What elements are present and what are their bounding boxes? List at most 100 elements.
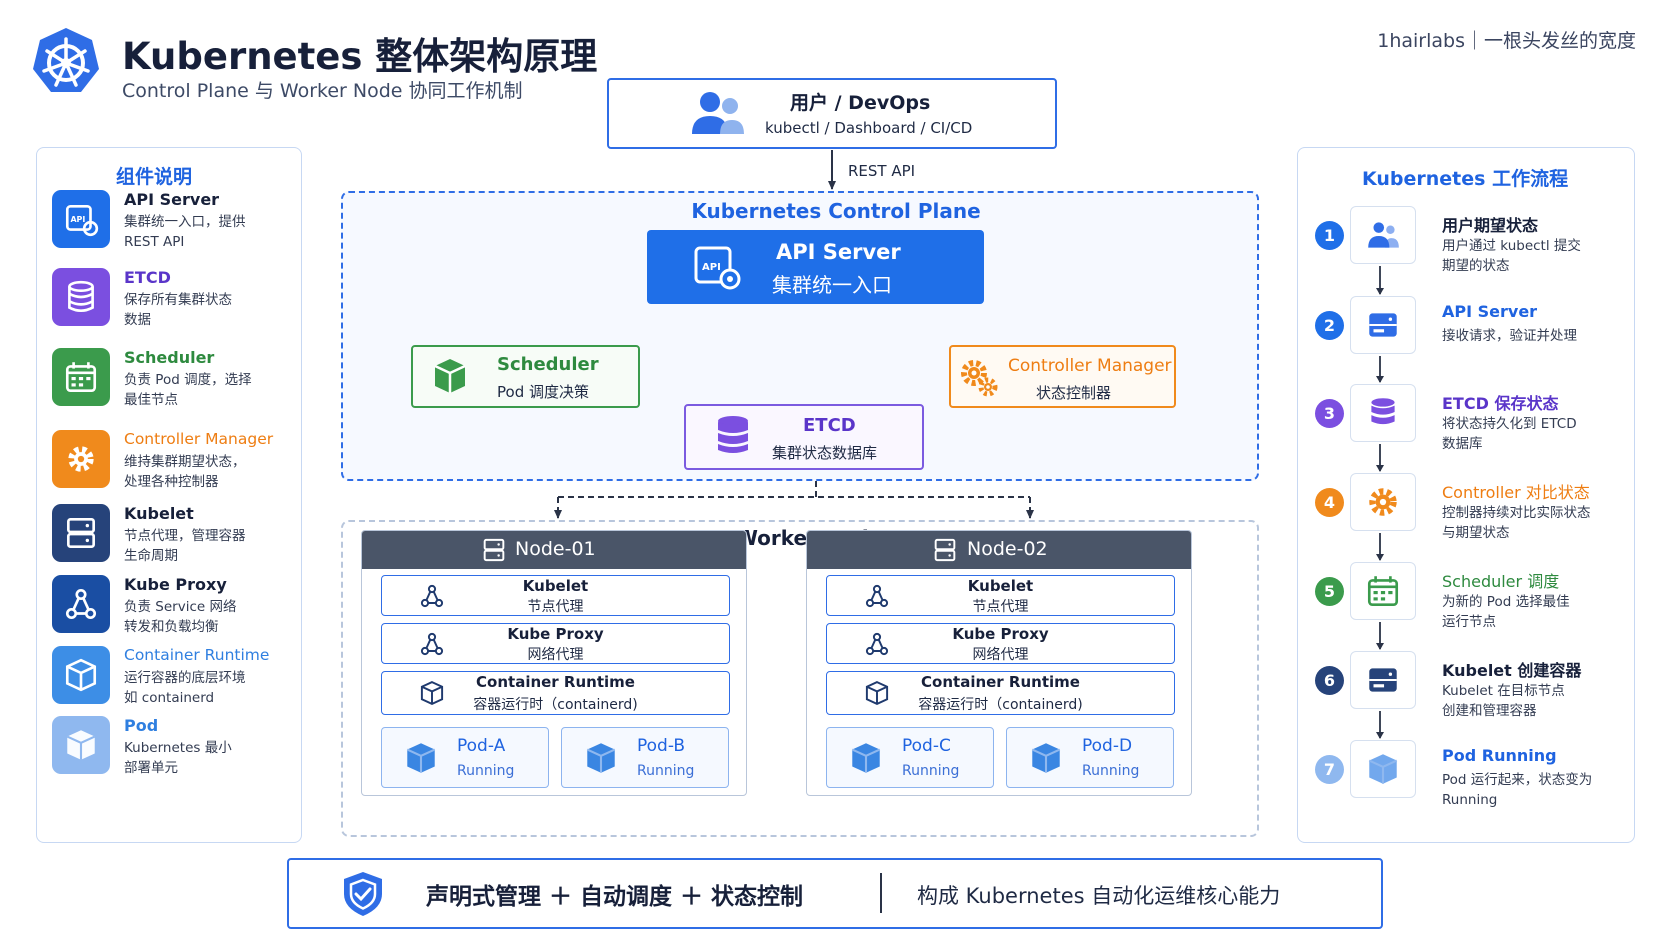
svg-text:API: API [70,215,85,224]
legend-kube-proxy-desc: 负责 Service 网络 转发和负载均衡 [124,599,237,635]
controller-manager-name: Controller Manager [1008,356,1172,376]
database-icon [1364,394,1402,432]
step-number-badge: 6 [1315,666,1344,695]
banner-main-text: 声明式管理 ＋ 自动调度 ＋ 状态控制 [426,884,804,910]
box-icon [432,356,468,396]
step-title: Kubelet 创建容器 [1442,661,1582,680]
legend-kubelet-tile [52,504,110,562]
cube-icon [863,679,891,707]
kubelet-desc: 节点代理 [527,599,584,615]
etcd-box [684,404,924,470]
kubelet-desc: 节点代理 [972,599,1029,615]
step-icon-box [1350,206,1416,264]
node-name: Node-01 [515,538,596,560]
banner-divider [880,873,882,913]
step-icon-box [1350,651,1416,709]
kubelet-component: Kubelet 节点代理 [826,575,1175,616]
brand-label: 1hairlabs｜一根头发丝的宽度 [1377,30,1636,52]
step-icon-box [1350,473,1416,531]
step-icon-box [1350,562,1416,620]
legend-kube-proxy-name: Kube Proxy [124,575,227,594]
scheduler-desc: Pod 调度决策 [497,383,589,401]
pod-card: Pod-A Running [381,727,549,788]
control-plane-title: Kubernetes Control Plane [691,199,981,223]
step-icon-box [1350,740,1416,798]
step-number-badge: 5 [1315,577,1344,606]
step-desc: 为新的 Pod 选择最佳 运行节点 [1442,594,1570,630]
page-subtitle: Control Plane 与 Worker Node 协同工作机制 [122,80,523,102]
step-title: Controller 对比状态 [1442,483,1590,502]
pod-name: Pod-A [457,736,506,756]
step-desc: Pod 运行起来，状态变为 Running [1442,772,1593,808]
kube-proxy-name: Kube Proxy [507,625,604,643]
pod-status: Running [457,763,515,779]
pod-name: Pod-C [902,736,951,756]
container-runtime-name: Container Runtime [476,673,635,691]
user-tools: kubectl / Dashboard / CI/CD [765,119,973,137]
step-number-badge: 2 [1315,311,1344,340]
database-icon [62,278,100,316]
cube-icon [582,739,620,777]
legend-controller-manager-name: Controller Manager [124,430,274,448]
container-runtime-desc: 容器运行时（containerd) [918,697,1083,713]
api-server-desc: 集群统一入口 [772,273,892,297]
pod-icon [1364,750,1402,788]
container-runtime-desc: 容器运行时（containerd) [473,697,638,713]
step-desc: 用户通过 kubectl 提交 期望的状态 [1442,238,1581,274]
legend-etcd-name: ETCD [124,268,171,287]
pod-card: Pod-C Running [826,727,994,788]
step-icon-box [1350,296,1416,354]
legend-kubelet-desc: 节点代理，管理容器 生命周期 [124,528,246,564]
cube-icon [418,679,446,707]
kubernetes-logo-icon [30,26,102,98]
pod-name: Pod-B [637,736,686,756]
step-desc: Kubelet 在目标节点 创建和管理容器 [1442,683,1565,719]
pod-icon [62,726,100,764]
etcd-desc: 集群状态数据库 [772,444,878,462]
legend-title: 组件说明 [116,166,193,188]
user-devops-box [607,78,1057,149]
kubelet-name: Kubelet [967,577,1034,595]
step-title: API Server [1442,302,1538,321]
etcd-name: ETCD [803,415,856,436]
step-icon-box [1350,384,1416,442]
legend-pod-desc: Kubernetes 最小 部署单元 [124,740,232,776]
kube-proxy-component: Kube Proxy 网络代理 [381,623,730,664]
step-number-badge: 3 [1315,399,1344,428]
pod-status: Running [902,763,960,779]
legend-etcd-tile [52,268,110,326]
kube-proxy-name: Kube Proxy [952,625,1049,643]
legend-etcd-desc: 保存所有集群状态 数据 [124,292,232,328]
step-desc: 接收请求，验证并处理 [1442,328,1577,344]
users-icon [688,88,748,138]
kube-proxy-desc: 网络代理 [527,647,584,663]
step-number-badge: 7 [1315,755,1344,784]
cube-icon [1027,739,1065,777]
network-icon [863,582,891,610]
server-card-icon [1364,306,1402,344]
network-icon [418,582,446,610]
gears-icon [958,357,1000,399]
database-icon [715,414,751,456]
step-desc: 控制器持续对比实际状态 与期望状态 [1442,505,1591,541]
gear-icon [62,440,100,478]
legend-container-runtime-desc: 运行容器的底层环境 如 containerd [124,670,246,706]
legend-kubelet-name: Kubelet [124,504,194,523]
server-card-icon [1364,661,1402,699]
pod-name: Pod-D [1082,736,1133,756]
server-icon [931,536,959,564]
summary-banner [287,858,1383,929]
scheduler-name: Scheduler [497,354,599,375]
container-runtime-component: Container Runtime 容器运行时（containerd) [381,671,730,715]
container-runtime-name: Container Runtime [921,673,1080,691]
gear-icon [1364,483,1402,521]
step-title: 用户期望状态 [1442,216,1539,235]
svg-text:API: API [702,262,721,273]
legend-container-runtime-name: Container Runtime [124,646,270,664]
node-header: Node-01 [362,531,746,569]
api-server-box [647,230,984,304]
